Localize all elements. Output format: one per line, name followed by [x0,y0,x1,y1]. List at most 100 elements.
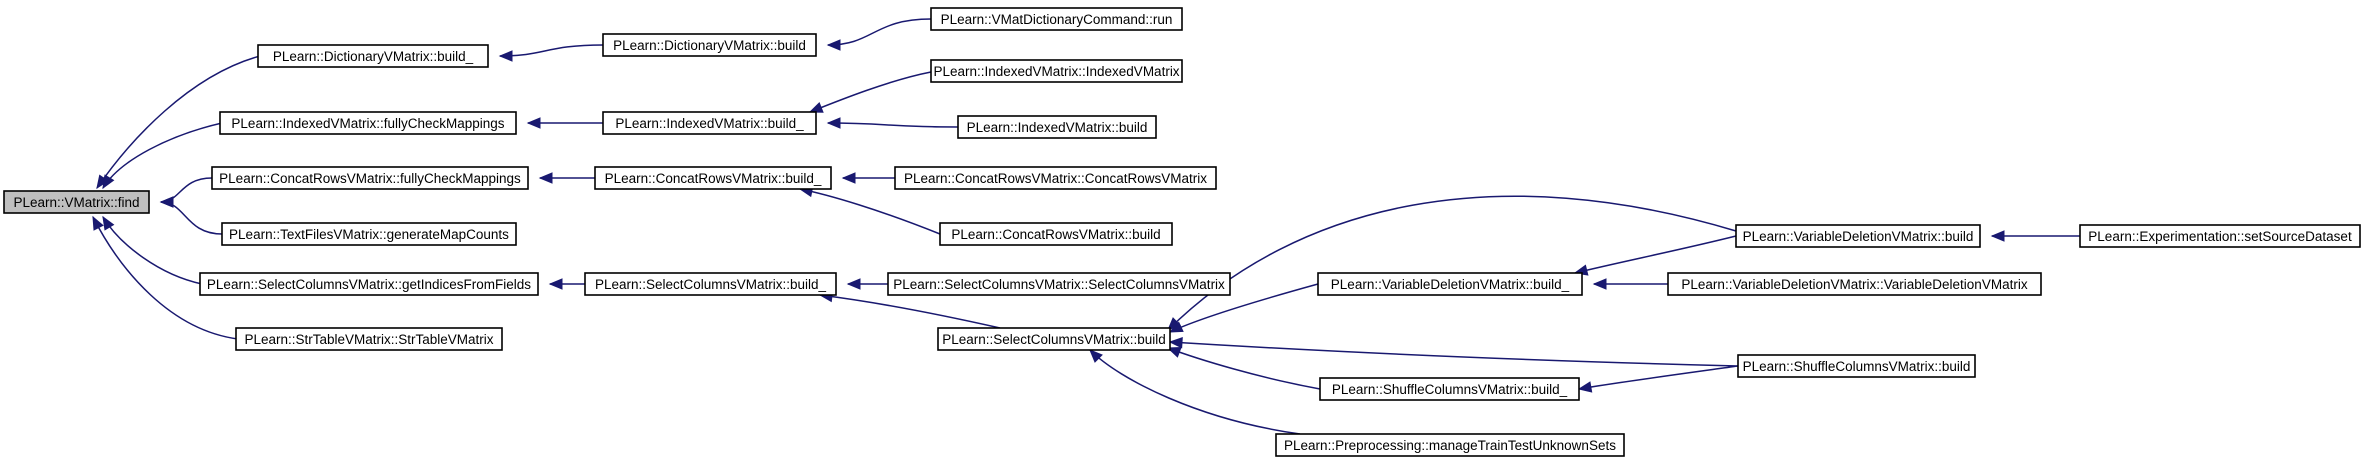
node-box-dict_build_ [257,44,489,68]
node-box-find [3,190,150,214]
node-label-idx_ctor: PLearn::IndexedVMatrix::IndexedVMatrix [933,64,1179,79]
node-box-idx_build_ [602,111,817,135]
node-label-cr_build: PLearn::ConcatRowsVMatrix::build [951,227,1160,242]
node-box-vd_build_ [1317,272,1583,296]
node-cr_build[interactable]: PLearn::ConcatRowsVMatrix::build [939,222,1173,246]
node-label-cr_ctor: PLearn::ConcatRowsVMatrix::ConcatRowsVMa… [904,171,1207,186]
node-box-st_ctor [235,327,503,351]
arrowhead-sc_gif-to-find [102,215,115,231]
node-exp_ssd[interactable]: PLearn::Experimentation::setSourceDatase… [2079,224,2361,248]
node-find[interactable]: PLearn::VMatrix::find [3,190,150,214]
node-dict_build[interactable]: PLearn::DictionaryVMatrix::build [602,33,817,57]
arrowhead-shc_build-to-sc_build [1168,337,1183,349]
node-dict_build_[interactable]: PLearn::DictionaryVMatrix::build_ [257,44,489,68]
edges-layer [92,18,2080,435]
arrowhead-idx_build-to-idx_build_ [826,117,841,129]
node-box-exp_ssd [2079,224,2361,248]
node-label-cr_build_: PLearn::ConcatRowsVMatrix::build_ [605,171,822,186]
node-label-idx_build_: PLearn::IndexedVMatrix::build_ [615,116,804,131]
node-box-pre_mttus [1275,433,1625,457]
node-label-dict_build: PLearn::DictionaryVMatrix::build [613,38,806,53]
node-box-vmatdict_run [930,7,1183,31]
edge-cr_build-to-cr_build_ [799,188,941,235]
edge-pre_mttus-to-sc_build [1089,349,1301,435]
node-tf_gmc[interactable]: PLearn::TextFilesVMatrix::generateMapCou… [221,222,517,246]
node-label-dict_build_: PLearn::DictionaryVMatrix::build_ [273,49,474,64]
node-idx_build_[interactable]: PLearn::IndexedVMatrix::build_ [602,111,817,135]
arrowhead-cr_ctor-to-cr_build_ [841,172,856,184]
node-box-idx_ctor [930,59,1183,83]
node-label-sc_ctor: PLearn::SelectColumnsVMatrix::SelectColu… [893,277,1225,292]
node-sc_gif[interactable]: PLearn::SelectColumnsVMatrix::getIndices… [199,272,539,296]
node-label-vd_build_: PLearn::VariableDeletionVMatrix::build_ [1331,277,1570,292]
arrowhead-vmatdict_run-to-dict_build [826,39,841,51]
node-box-cr_fcm [211,166,529,190]
node-label-sc_build_: PLearn::SelectColumnsVMatrix::build_ [595,277,827,292]
node-label-shc_build_: PLearn::ShuffleColumnsVMatrix::build_ [1332,382,1568,397]
edge-idx_build-to-idx_build_ [827,122,959,128]
arrowhead-idx_fcm-to-find [102,174,115,190]
node-vd_build[interactable]: PLearn::VariableDeletionVMatrix::build [1735,224,1981,248]
edge-vd_build-to-sc_build [1167,195,1737,331]
node-idx_build[interactable]: PLearn::IndexedVMatrix::build [957,115,1157,139]
node-idx_fcm[interactable]: PLearn::IndexedVMatrix::fullyCheckMappin… [219,111,517,135]
arrowhead-shc_build_-to-sc_build [1166,347,1182,358]
node-sc_build_[interactable]: PLearn::SelectColumnsVMatrix::build_ [584,272,837,296]
node-box-shc_build_ [1319,377,1580,401]
edge-shc_build_-to-sc_build [1167,347,1321,390]
node-label-tf_gmc: PLearn::TextFilesVMatrix::generateMapCou… [229,227,509,242]
node-label-vd_ctor: PLearn::VariableDeletionVMatrix::Variabl… [1681,277,2027,292]
node-cr_ctor[interactable]: PLearn::ConcatRowsVMatrix::ConcatRowsVMa… [894,166,1217,190]
arrowhead-tf_gmc-to-find [159,196,174,208]
node-label-cr_fcm: PLearn::ConcatRowsVMatrix::fullyCheckMap… [219,171,521,186]
arrowhead-vd_ctor-to-vd_build_ [1592,278,1607,290]
node-box-dict_build [602,33,817,57]
node-box-sc_build_ [584,272,837,296]
arrowhead-shc_build-to-shc_build_ [1577,381,1593,393]
node-box-shc_build [1737,354,1976,378]
edge-shc_build-to-shc_build_ [1578,365,1739,390]
edge-dict_build-to-dict_build_ [499,44,604,57]
node-shc_build_[interactable]: PLearn::ShuffleColumnsVMatrix::build_ [1319,377,1580,401]
arrowhead-st_ctor-to-find [92,215,104,231]
arrowhead-vd_build_-to-sc_build [1168,321,1184,333]
arrowhead-sc_build_-to-sc_gif [548,278,563,290]
node-cr_build_[interactable]: PLearn::ConcatRowsVMatrix::build_ [594,166,832,190]
node-box-vd_ctor [1667,272,2042,296]
node-st_ctor[interactable]: PLearn::StrTableVMatrix::StrTableVMatrix [235,327,503,351]
node-sc_build[interactable]: PLearn::SelectColumnsVMatrix::build [937,327,1171,351]
arrowhead-exp_ssd-to-vd_build [1990,230,2005,242]
node-cr_fcm[interactable]: PLearn::ConcatRowsVMatrix::fullyCheckMap… [211,166,529,190]
edge-st_ctor-to-find [92,216,239,340]
arrowhead-sc_ctor-to-sc_build_ [846,278,861,290]
node-label-pre_mttus: PLearn::Preprocessing::manageTrainTestUn… [1284,438,1616,453]
node-vd_build_[interactable]: PLearn::VariableDeletionVMatrix::build_ [1317,272,1583,296]
node-box-sc_gif [199,272,539,296]
arrowhead-idx_build_-to-idx_fcm [526,117,541,129]
edge-tf_gmc-to-find [160,201,223,235]
node-box-idx_fcm [219,111,517,135]
edge-vd_build_-to-sc_build [1169,283,1319,333]
node-idx_ctor[interactable]: PLearn::IndexedVMatrix::IndexedVMatrix [930,59,1183,83]
node-box-cr_build [939,222,1173,246]
node-box-cr_ctor [894,166,1217,190]
node-shc_build[interactable]: PLearn::ShuffleColumnsVMatrix::build [1737,354,1976,378]
node-sc_ctor[interactable]: PLearn::SelectColumnsVMatrix::SelectColu… [887,272,1231,296]
node-box-sc_build [937,327,1171,351]
nodes-layer: PLearn::VMatrix::find PLearn::DictionaryV… [3,7,2361,457]
edge-idx_ctor-to-idx_build_ [809,71,932,113]
node-box-vd_build [1735,224,1981,248]
node-vd_ctor[interactable]: PLearn::VariableDeletionVMatrix::Variabl… [1667,272,2042,296]
node-label-sc_build: PLearn::SelectColumnsVMatrix::build [942,332,1166,347]
edge-shc_build-to-sc_build [1169,341,1739,367]
node-box-cr_build_ [594,166,832,190]
arrowhead-dict_build_-to-find [96,174,109,190]
node-pre_mttus[interactable]: PLearn::Preprocessing::manageTrainTestUn… [1275,433,1625,457]
node-vmatdict_run[interactable]: PLearn::VMatDictionaryCommand::run [930,7,1183,31]
node-box-sc_ctor [887,272,1231,296]
node-label-shc_build: PLearn::ShuffleColumnsVMatrix::build [1743,359,1971,374]
node-label-vd_build: PLearn::VariableDeletionVMatrix::build [1743,229,1974,244]
node-label-st_ctor: PLearn::StrTableVMatrix::StrTableVMatrix [244,332,493,347]
arrowhead-dict_build-to-dict_build_ [498,50,513,62]
arrowhead-idx_ctor-to-idx_build_ [808,102,824,113]
